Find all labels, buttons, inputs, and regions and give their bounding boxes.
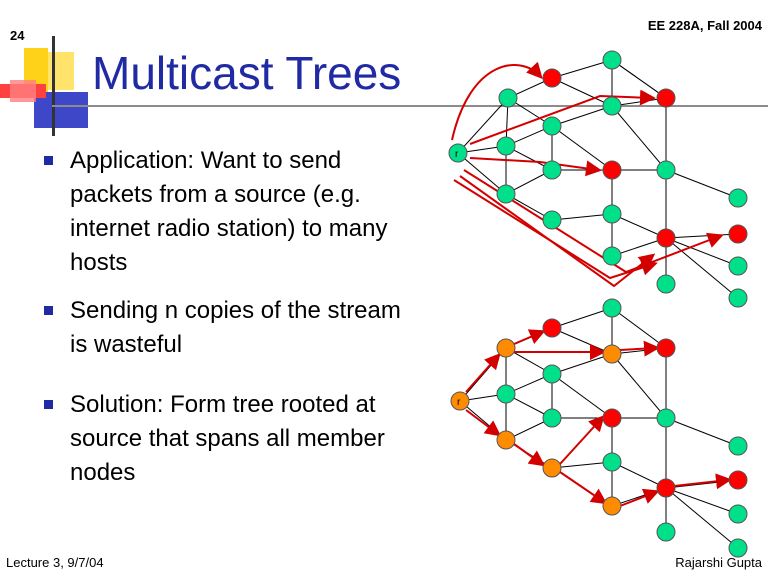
bottom-source-label: r [457,397,461,408]
bullet-marker [44,156,53,165]
top-source-label: r [455,149,459,160]
bullet-item: Application: Want to send packets from a… [44,144,414,280]
page-title: Multicast Trees [92,47,402,99]
bullet-text: Sending n copies of the stream is wastef… [70,297,401,358]
bullet-text: Solution: Form tree rooted at source tha… [70,391,385,486]
bullet-marker [44,400,53,409]
title-decoration [0,36,88,136]
bullet-item: Solution: Form tree rooted at source tha… [44,388,414,490]
bottom-graph: r [450,298,748,558]
bullet-item: Sending n copies of the stream is wastef… [44,294,414,362]
bullet-text: Application: Want to send packets from a… [70,147,388,276]
bullet-marker [44,306,53,315]
course-label: EE 228A, Fall 2004 [647,18,762,33]
multicast-tree-diagrams: r [448,50,748,558]
top-graph: r [448,50,748,308]
footer-lecture: Lecture 3, 9/7/04 [6,555,104,570]
title-divider [52,105,768,107]
footer-author: Rajarshi Gupta [675,555,762,570]
bullet-list: Application: Want to send packets from a… [44,144,414,504]
slide-number: 24 [10,28,25,43]
